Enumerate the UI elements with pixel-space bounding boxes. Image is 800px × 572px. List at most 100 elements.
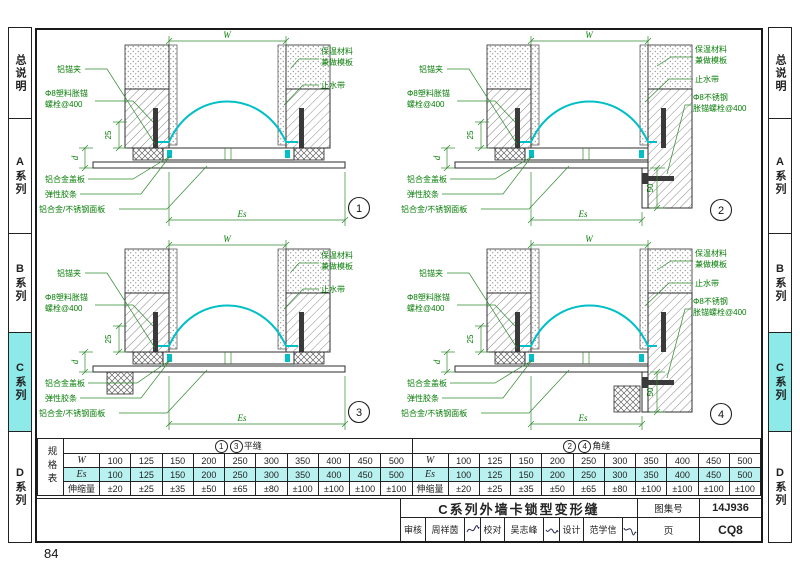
svg-text:保温材料: 保温材料 xyxy=(695,44,727,54)
tab-label: A系列 xyxy=(14,156,26,196)
dimension-es: Es xyxy=(527,376,646,430)
spec-cell: 400 xyxy=(317,467,351,482)
tab-b-series-left: B系列 xyxy=(8,233,32,333)
annotation-clamp: 铝锚夹 xyxy=(57,268,156,349)
svg-text:铝锚夹: 铝锚夹 xyxy=(419,268,443,278)
spec-cell: ±20 xyxy=(447,481,480,496)
annotation-gasket: 弹性胶条 xyxy=(45,155,171,199)
field-value-jiaodui: 吴志峰 xyxy=(504,518,543,541)
annotation-water-stop: 止水带 xyxy=(283,284,345,310)
svg-text:铝合金/不锈钢面板: 铝合金/不锈钢面板 xyxy=(401,204,467,214)
spec-cell: 125 xyxy=(478,453,512,468)
dimension-es: Es xyxy=(527,172,646,226)
dimension-50: 50 xyxy=(646,368,665,416)
svg-text:止水带: 止水带 xyxy=(695,278,719,288)
spec-cell: 400 xyxy=(666,453,699,468)
dimension-d: d xyxy=(70,144,93,172)
spec-cell: 125 xyxy=(130,467,163,482)
svg-text:铝锚夹: 铝锚夹 xyxy=(419,64,443,74)
right-wall xyxy=(285,248,331,353)
spec-cell: 200 xyxy=(541,453,574,468)
spec-row-expansion: 伸缩量 ±20±25±35±50±65±80±100±100±100±100 伸… xyxy=(38,481,761,496)
field-label-sheji: 设计 xyxy=(559,518,583,541)
dimension-w: W xyxy=(527,30,652,45)
dimension-25: 25 xyxy=(466,322,489,356)
detail-drawing-4: W 50 xyxy=(401,234,747,430)
svg-text:兼做模板: 兼做模板 xyxy=(695,259,727,269)
spec-cell: 450 xyxy=(697,467,730,482)
tab-label: A系列 xyxy=(774,156,786,196)
annotation-gasket: 弹性胶条 xyxy=(407,359,533,403)
svg-text:兼做模板: 兼做模板 xyxy=(321,57,353,67)
spec-table-side-label: 规格表 xyxy=(37,438,64,496)
tab-c-series-right: C系列 xyxy=(768,332,792,432)
spec-cell: ±20 xyxy=(98,481,132,496)
corner-header-text: 角缝 xyxy=(592,441,611,451)
dimension-es: Es xyxy=(165,172,349,226)
page-code-value: CQ8 xyxy=(699,518,761,541)
svg-text:弹性胶条: 弹性胶条 xyxy=(407,189,439,199)
tab-label: 总说明 xyxy=(774,53,786,93)
annotation-ss-anchor: Φ8不锈钢 胀锚螺栓@400 xyxy=(666,92,747,175)
svg-text:弹性胶条: 弹性胶条 xyxy=(45,189,77,199)
detail-cell-4: W 50 xyxy=(399,234,761,438)
atlas-number-label: 图集号 xyxy=(637,499,699,518)
svg-text:弹性胶条: 弹性胶条 xyxy=(407,393,439,403)
svg-text:胀锚螺栓@400: 胀锚螺栓@400 xyxy=(693,103,747,113)
stainless-anchor xyxy=(642,377,674,388)
spec-cell: 300 xyxy=(255,467,288,482)
page-code-label: 页 xyxy=(637,518,699,541)
signature-jiaodui xyxy=(543,518,559,541)
annotation-insulation: 保温材料 兼做模板 xyxy=(656,248,727,271)
svg-text:止水带: 止水带 xyxy=(321,80,345,90)
dimension-d: d xyxy=(432,348,455,376)
spec-cell: 100 xyxy=(447,467,480,482)
spec-cell: ±100 xyxy=(697,481,730,496)
svg-text:W: W xyxy=(585,234,594,244)
spec-cell: 350 xyxy=(634,467,668,482)
svg-text:Es: Es xyxy=(237,209,247,219)
joint-insulation-lining xyxy=(530,248,649,350)
row-label-expansion: 伸缩量 xyxy=(63,481,100,496)
svg-text:25: 25 xyxy=(466,130,475,139)
water-stop-band xyxy=(519,100,657,143)
spec-cell: 200 xyxy=(192,467,226,482)
water-stop-band xyxy=(519,304,657,347)
svg-text:25: 25 xyxy=(104,130,113,139)
right-corner-wall xyxy=(647,248,693,413)
detail-drawing-2: W 50 xyxy=(401,30,747,226)
spec-cell: 125 xyxy=(478,467,512,482)
aluminum-clamps xyxy=(132,351,325,365)
spec-cell: ±80 xyxy=(603,481,637,496)
tab-label: 总说明 xyxy=(14,53,26,93)
svg-text:铝合金盖板: 铝合金盖板 xyxy=(407,378,447,388)
end-sealant-block xyxy=(613,385,641,413)
spec-cell: 250 xyxy=(572,453,605,468)
svg-text:d: d xyxy=(432,155,442,160)
water-stop-band xyxy=(157,100,298,143)
spec-cell: 450 xyxy=(697,453,730,468)
left-wall xyxy=(124,44,170,149)
tab-b-series-right: B系列 xyxy=(768,233,792,333)
signature-sheji xyxy=(622,518,637,541)
svg-text:50: 50 xyxy=(646,183,655,192)
annotation-cover-plate: 铝合金盖板 xyxy=(45,360,170,388)
detail-number-badge: 4 xyxy=(709,402,733,426)
svg-text:铝合金/不锈钢面板: 铝合金/不锈钢面板 xyxy=(39,204,105,214)
spec-side-label-text: 规格表 xyxy=(45,445,57,487)
approval-fields-row: 审核 周祥茵 校对 吴志峰 设计 范学信 xyxy=(401,518,637,541)
face-panel xyxy=(92,365,346,373)
tab-label: C系列 xyxy=(774,362,786,402)
svg-text:胀锚螺栓@400: 胀锚螺栓@400 xyxy=(693,307,747,317)
spec-cell: ±100 xyxy=(728,481,761,496)
svg-text:弹性胶条: 弹性胶条 xyxy=(45,393,77,403)
spec-cell: ±100 xyxy=(286,481,319,496)
row-label-w: W xyxy=(411,453,449,468)
right-corner-wall xyxy=(647,44,693,209)
spec-cell: ±100 xyxy=(634,481,668,496)
svg-text:50: 50 xyxy=(646,387,655,396)
